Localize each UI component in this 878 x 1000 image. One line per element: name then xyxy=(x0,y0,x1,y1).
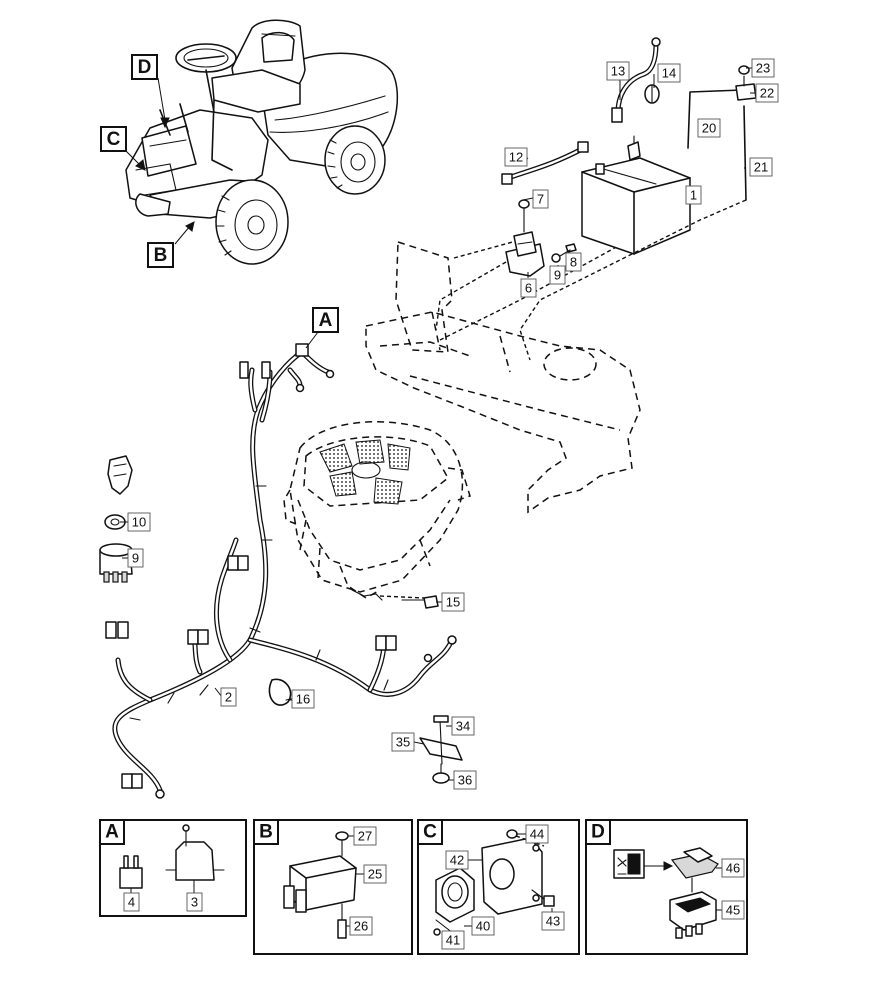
callout-20: 20 xyxy=(697,118,721,138)
callout-26: 26 xyxy=(349,916,373,936)
engine-illustration xyxy=(283,421,471,601)
svg-text:45: 45 xyxy=(726,903,740,918)
svg-text:10: 10 xyxy=(132,515,146,530)
svg-text:14: 14 xyxy=(662,66,676,81)
callout-22: 22 xyxy=(755,83,779,103)
detail-panel-a: A 4 3 xyxy=(99,819,247,917)
svg-text:25: 25 xyxy=(368,867,382,882)
ground-bolt xyxy=(401,595,439,609)
svg-text:C: C xyxy=(107,129,121,150)
callout-35: 35 xyxy=(391,732,415,752)
svg-text:34: 34 xyxy=(456,719,470,734)
callout-21: 21 xyxy=(749,157,773,177)
svg-text:20: 20 xyxy=(702,121,716,136)
callout-27: 27 xyxy=(353,826,377,846)
svg-text:7: 7 xyxy=(537,192,544,207)
callout-15: 15 xyxy=(441,592,465,612)
svg-text:23: 23 xyxy=(756,61,770,76)
battery xyxy=(581,135,691,255)
svg-text:C: C xyxy=(423,822,437,843)
callout-4: 4 xyxy=(123,892,140,912)
svg-text:12: 12 xyxy=(509,150,523,165)
battery-hold-down xyxy=(519,65,757,361)
view-marker-c: C xyxy=(100,126,127,152)
callout-2: 2 xyxy=(220,687,237,707)
svg-text:26: 26 xyxy=(354,919,368,934)
callout-46: 46 xyxy=(721,858,745,878)
callout-23: 23 xyxy=(751,58,775,78)
svg-text:D: D xyxy=(138,57,152,78)
callout-43: 43 xyxy=(541,911,565,931)
callout-25: 25 xyxy=(363,864,387,884)
svg-text:1: 1 xyxy=(690,188,697,203)
callout-10: 10 xyxy=(127,512,151,532)
svg-text:9: 9 xyxy=(132,551,139,566)
svg-text:27: 27 xyxy=(358,829,372,844)
svg-text:21: 21 xyxy=(754,160,768,175)
ignition-switch xyxy=(99,455,133,583)
svg-text:13: 13 xyxy=(611,64,625,79)
callout-7: 7 xyxy=(532,189,549,209)
starter-solenoid xyxy=(435,199,577,331)
view-marker-a: A xyxy=(305,307,339,349)
callout-45: 45 xyxy=(721,900,745,920)
mounting-bracket xyxy=(419,715,463,784)
callout-36: 36 xyxy=(453,770,477,790)
svg-text:22: 22 xyxy=(760,86,774,101)
svg-text:A: A xyxy=(319,310,333,331)
svg-text:A: A xyxy=(105,822,119,843)
svg-text:42: 42 xyxy=(450,853,464,868)
rider-mower-illustration xyxy=(125,19,399,265)
callout-6: 6 xyxy=(520,278,537,298)
view-marker-b: B xyxy=(147,242,174,268)
callouts-main: 1 6 7 8 9 12 13 14 20 21 22 23 10 9 15 1… xyxy=(120,58,779,790)
callout-41: 41 xyxy=(441,930,465,950)
callout-40: 40 xyxy=(471,916,495,936)
svg-text:B: B xyxy=(259,822,273,843)
svg-text:9: 9 xyxy=(554,268,561,283)
wiring-harness xyxy=(105,343,457,799)
chassis-frame-outline xyxy=(365,209,691,514)
callout-13: 13 xyxy=(606,61,630,81)
svg-text:16: 16 xyxy=(296,692,310,707)
callout-3: 3 xyxy=(186,892,203,912)
svg-text:8: 8 xyxy=(570,255,577,270)
svg-text:35: 35 xyxy=(396,735,410,750)
svg-text:46: 46 xyxy=(726,861,740,876)
callout-12: 12 xyxy=(504,147,528,167)
callout-9-solenoid: 9 xyxy=(549,265,566,285)
callout-8: 8 xyxy=(565,252,582,272)
svg-text:2: 2 xyxy=(225,690,232,705)
callout-34: 34 xyxy=(451,716,475,736)
callout-9-switch: 9 xyxy=(127,548,144,568)
callout-16: 16 xyxy=(291,689,315,709)
callout-1: 1 xyxy=(685,185,702,205)
detail-panel-d: D 46 45 xyxy=(585,819,748,955)
callout-42: 42 xyxy=(445,850,469,870)
svg-text:D: D xyxy=(591,822,605,843)
view-indicators-mower xyxy=(124,77,195,245)
svg-text:43: 43 xyxy=(546,914,560,929)
svg-text:36: 36 xyxy=(458,773,472,788)
svg-text:15: 15 xyxy=(446,595,460,610)
svg-text:40: 40 xyxy=(476,919,490,934)
svg-text:B: B xyxy=(154,245,168,266)
svg-text:41: 41 xyxy=(446,933,460,948)
svg-text:44: 44 xyxy=(530,827,544,842)
svg-text:6: 6 xyxy=(525,281,532,296)
detail-panel-c: C 44 42 40 41 43 xyxy=(417,819,580,955)
view-marker-d: D xyxy=(131,54,158,80)
callout-44: 44 xyxy=(525,824,549,844)
callout-14: 14 xyxy=(657,63,681,83)
detail-panel-b: B 27 25 26 xyxy=(253,819,413,955)
svg-text:3: 3 xyxy=(191,895,198,910)
svg-text:4: 4 xyxy=(128,895,135,910)
